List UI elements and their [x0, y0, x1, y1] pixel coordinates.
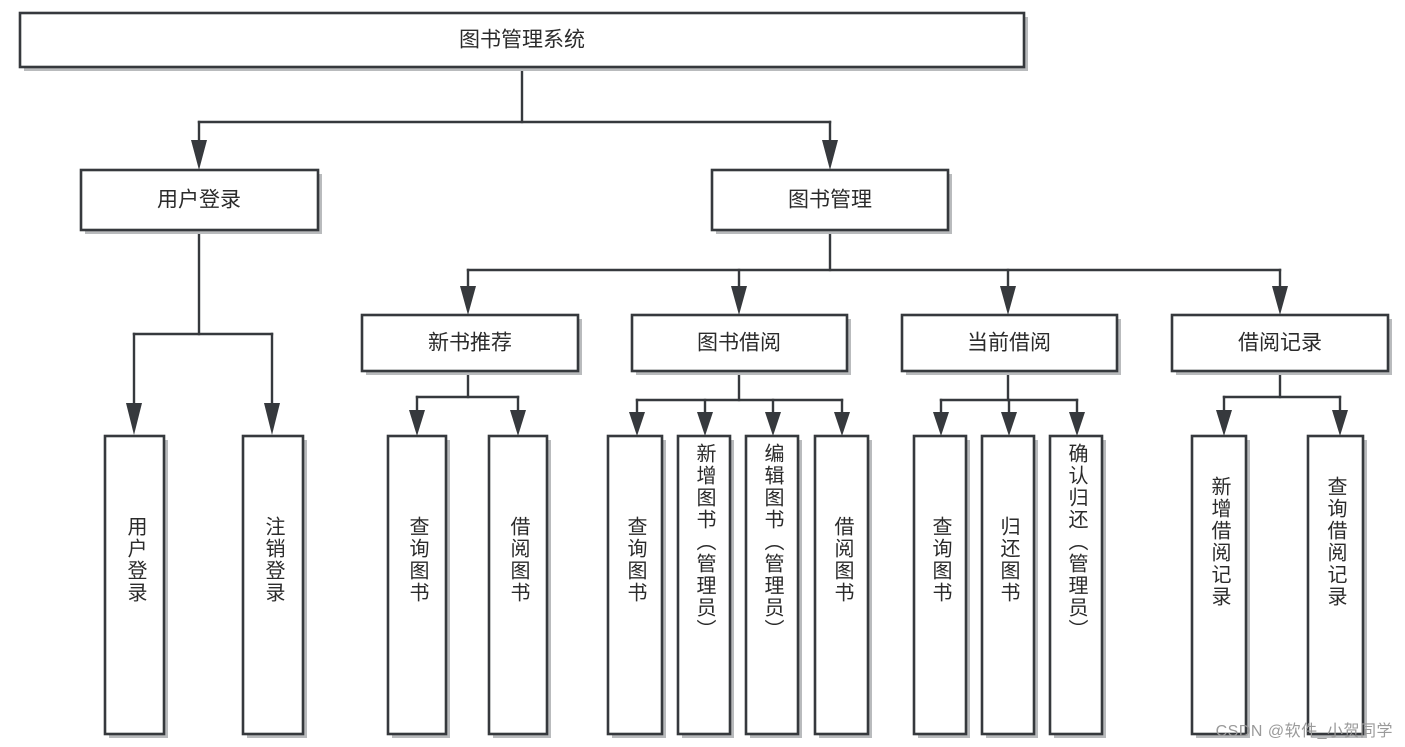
arrowhead-icon	[834, 412, 850, 436]
node-book-borrow[interactable]	[630, 313, 849, 373]
arrowheads-layer	[126, 140, 1348, 436]
arrowhead-icon	[1069, 412, 1085, 436]
node-leaf-query-record[interactable]	[1306, 434, 1365, 736]
arrowhead-icon	[126, 403, 142, 435]
node-leaf-edit-book[interactable]	[744, 434, 800, 736]
label-borrow-records: 借阅记录	[1238, 332, 1322, 355]
watermark: CSDN @软件_小贺同学	[1215, 723, 1393, 740]
arrowhead-icon	[409, 410, 425, 436]
node-user-login[interactable]	[79, 168, 320, 232]
arrowhead-icon	[1000, 286, 1016, 315]
boxes-layer	[18, 11, 1392, 738]
label-book-management: 图书管理	[788, 189, 872, 212]
arrowhead-icon	[629, 412, 645, 436]
label-book-borrow: 图书借阅	[697, 332, 781, 355]
arrowhead-icon	[1272, 286, 1288, 315]
node-leaf-query-book-1[interactable]	[386, 434, 448, 736]
arrowhead-icon	[1332, 410, 1348, 436]
arrowhead-icon	[697, 412, 713, 436]
label-new-book-recommend: 新书推荐	[428, 332, 512, 355]
node-leaf-add-book[interactable]	[676, 434, 732, 736]
node-leaf-query-book-3[interactable]	[912, 434, 968, 736]
node-current-borrow[interactable]	[900, 313, 1119, 373]
label-user-login: 用户登录	[157, 189, 241, 212]
node-new-book-recommend[interactable]	[360, 313, 580, 373]
arrowhead-icon	[264, 403, 280, 435]
node-leaf-logout[interactable]	[241, 434, 305, 736]
arrowhead-icon	[822, 140, 838, 170]
node-leaf-add-record[interactable]	[1190, 434, 1248, 736]
arrowhead-icon	[765, 412, 781, 436]
node-book-management[interactable]	[710, 168, 950, 232]
label-root: 图书管理系统	[459, 29, 585, 52]
node-leaf-confirm-return[interactable]	[1048, 434, 1104, 736]
arrowhead-icon	[1001, 412, 1017, 436]
arrowhead-icon	[731, 286, 747, 315]
labels-horizontal-layer: 图书管理系统 用户登录 图书管理 新书推荐 图书借阅 当前借阅 借阅记录	[157, 29, 1322, 355]
connectors-layer	[132, 66, 1342, 414]
node-leaf-borrow-book-1[interactable]	[487, 434, 549, 736]
arrowhead-icon	[1216, 410, 1232, 436]
node-leaf-user-login[interactable]	[103, 434, 166, 736]
arrowhead-icon	[933, 412, 949, 436]
node-root[interactable]	[18, 11, 1026, 69]
arrowhead-icon	[191, 140, 207, 170]
arrowhead-icon	[460, 286, 476, 315]
node-leaf-borrow-book-2[interactable]	[813, 434, 870, 736]
node-leaf-query-book-2[interactable]	[606, 434, 664, 736]
label-current-borrow: 当前借阅	[967, 332, 1051, 355]
node-leaf-return-book[interactable]	[980, 434, 1036, 736]
arrowhead-icon	[510, 410, 526, 436]
node-borrow-records[interactable]	[1170, 313, 1390, 373]
